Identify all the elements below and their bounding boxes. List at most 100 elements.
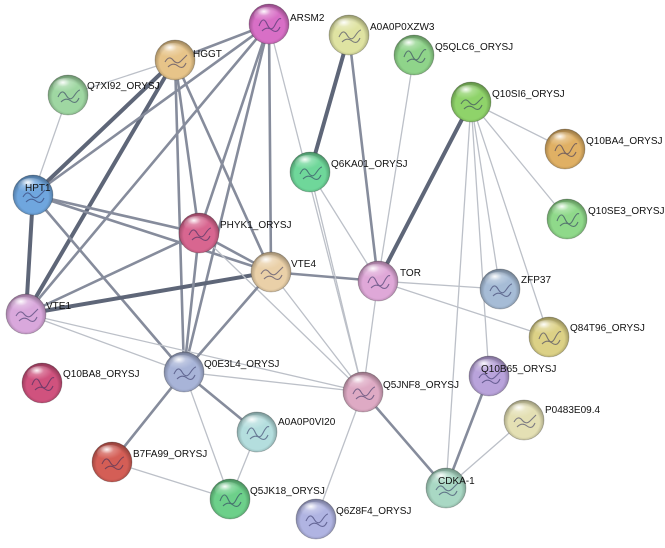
node-zfp37[interactable]: ZFP37 (479, 268, 551, 310)
edge-hggt-vte4 (173, 58, 273, 274)
node-label: Q10BA8_ORYSJ (63, 369, 140, 380)
node-label: Q0E3L4_ORYSJ (204, 359, 279, 370)
node-label: B7FA99_ORYSJ (133, 449, 207, 460)
node-label: PHYK1_ORYSJ (220, 220, 292, 231)
node-q5jnf8-orysj[interactable]: Q5JNF8_ORYSJ (342, 371, 459, 413)
node-tor[interactable]: TOR (357, 260, 421, 302)
node-highlight (242, 415, 268, 431)
edge-hpt1-phyk1-orysj (31, 193, 201, 235)
node-q7xi92-orysj[interactable]: Q7XI92_ORYSJ (47, 74, 160, 116)
node-label: Q10SI6_ORYSJ (492, 89, 565, 100)
node-q10ba8-orysj[interactable]: Q10BA8_ORYSJ (21, 362, 140, 404)
node-label: CDKA-1 (438, 476, 475, 487)
edge-vte1-phyk1-orysj (24, 231, 201, 316)
node-label: Q6Z8F4_ORYSJ (336, 506, 411, 517)
node-highlight (169, 355, 195, 371)
edge-q0e3l4-orysj-q5jnf8-orysj (183, 371, 364, 393)
edge-b7fa99-orysj-q5jk18-orysj (111, 461, 231, 500)
node-label: P0483E09.4 (545, 405, 600, 416)
node-highlight (11, 297, 37, 313)
node-label: TOR (400, 268, 421, 279)
node-highlight (456, 85, 482, 101)
edge-q10si6-orysj-q10se3-orysj (470, 101, 568, 220)
node-highlight (18, 178, 44, 194)
node-b7fa99-orysj[interactable]: B7FA99_ORYSJ (91, 441, 207, 483)
node-label: Q84T96_ORYSJ (570, 323, 645, 334)
node-highlight (334, 18, 360, 34)
edge-arsm2-q5jnf8-orysj (268, 23, 364, 393)
edge-a0a0p0xzw3-tor (347, 33, 380, 283)
node-label: VTE1 (46, 301, 71, 312)
edge-hpt1-vte4 (31, 193, 273, 274)
node-q10ba4-orysj[interactable]: Q10BA4_ORYSJ (544, 128, 663, 170)
node-label: Q5JNF8_ORYSJ (383, 380, 459, 391)
edge-a0a0p0xzw3-q6ka01-orysj (308, 33, 351, 174)
edge-tor-zfp37 (377, 280, 501, 290)
node-label: HPT1 (25, 183, 51, 194)
edge-vte4-q5jnf8-orysj (270, 271, 364, 393)
node-q10b65-orysj[interactable]: Q10B65_ORYSJ (468, 355, 556, 397)
node-highlight (97, 445, 123, 461)
node-highlight (550, 132, 576, 148)
edge-phyk1-orysj-q0e3l4-orysj (182, 231, 201, 374)
edge-hggt-hpt1 (31, 58, 177, 197)
node-highlight (27, 366, 53, 382)
node-q84t96-orysj[interactable]: Q84T96_ORYSJ (528, 316, 645, 358)
node-vte1[interactable]: VTE1 (5, 293, 71, 335)
edge-q5jnf8-orysj-cdka-1 (361, 390, 448, 490)
node-q5jk18-orysj[interactable]: Q5JK18_ORYSJ (209, 478, 325, 520)
node-highlight (552, 202, 578, 218)
edge-arsm2-vte1 (24, 22, 271, 316)
node-label: Q6KA01_ORYSJ (331, 159, 408, 170)
edge-arsm2-hpt1 (31, 22, 271, 197)
node-cdka-1[interactable]: CDKA-1 (425, 467, 475, 509)
node-q10se3-orysj[interactable]: Q10SE3_ORYSJ (546, 198, 665, 240)
node-q6ka01-orysj[interactable]: Q6KA01_ORYSJ (289, 151, 408, 193)
node-phyk1-orysj[interactable]: PHYK1_ORYSJ (178, 212, 292, 254)
node-p0483e09-4[interactable]: P0483E09.4 (503, 399, 600, 441)
node-q6z8f4-orysj[interactable]: Q6Z8F4_ORYSJ (295, 498, 411, 540)
node-hpt1[interactable]: HPT1 (12, 174, 54, 216)
edge-hggt-q0e3l4-orysj (173, 58, 186, 374)
edge-q10si6-orysj-tor (376, 100, 473, 283)
edge-phyk1-orysj-q5jnf8-orysj (198, 232, 364, 393)
node-label: Q5JK18_ORYSJ (250, 486, 325, 497)
node-highlight (53, 78, 79, 94)
node-arsm2[interactable]: ARSM2 (248, 3, 325, 45)
node-highlight (301, 502, 327, 518)
node-vte4[interactable]: VTE4 (250, 251, 316, 293)
node-label: A0A0P0VI20 (278, 417, 336, 428)
node-highlight (363, 264, 389, 280)
edge-hggt-vte1 (24, 58, 177, 316)
node-highlight (295, 155, 321, 171)
node-label: A0A0P0XZW3 (370, 22, 435, 33)
edge-tor-q84t96-orysj (377, 280, 550, 338)
node-a0a0p0vi20[interactable]: A0A0P0VI20 (236, 411, 336, 453)
node-highlight (215, 482, 241, 498)
edge-arsm2-q0e3l4-orysj (182, 22, 271, 374)
edge-q5jnf8-orysj-q6z8f4-orysj (315, 391, 364, 520)
node-q5qlc6-orysj[interactable]: Q5QLC6_ORYSJ (393, 34, 513, 76)
node-label: Q5QLC6_ORYSJ (435, 42, 513, 53)
node-a0a0p0xzw3[interactable]: A0A0P0XZW3 (328, 14, 435, 56)
edge-q0e3l4-orysj-q5jk18-orysj (183, 371, 231, 500)
node-q0e3l4-orysj[interactable]: Q0E3L4_ORYSJ (163, 351, 279, 393)
node-hggt[interactable]: HGGT (154, 39, 222, 81)
node-highlight (485, 272, 511, 288)
edge-arsm2-vte4 (267, 22, 273, 274)
node-label: HGGT (193, 49, 222, 60)
edge-arsm2-phyk1-orysj (197, 22, 271, 235)
node-highlight (254, 7, 280, 23)
edge-q10si6-orysj-q84t96-orysj (470, 101, 550, 338)
edge-q6ka01-orysj-q5jnf8-orysj (309, 171, 364, 393)
node-highlight (534, 320, 560, 336)
edge-q5qlc6-orysj-tor (377, 54, 415, 282)
node-label: Q10BA4_ORYSJ (586, 136, 663, 147)
node-q10si6-orysj[interactable]: Q10SI6_ORYSJ (450, 81, 565, 123)
edge-hpt1-q0e3l4-orysj (31, 193, 186, 374)
node-highlight (160, 43, 186, 59)
node-highlight (184, 216, 210, 232)
edge-vte1-vte4 (24, 270, 273, 316)
node-label: VTE4 (291, 259, 316, 270)
